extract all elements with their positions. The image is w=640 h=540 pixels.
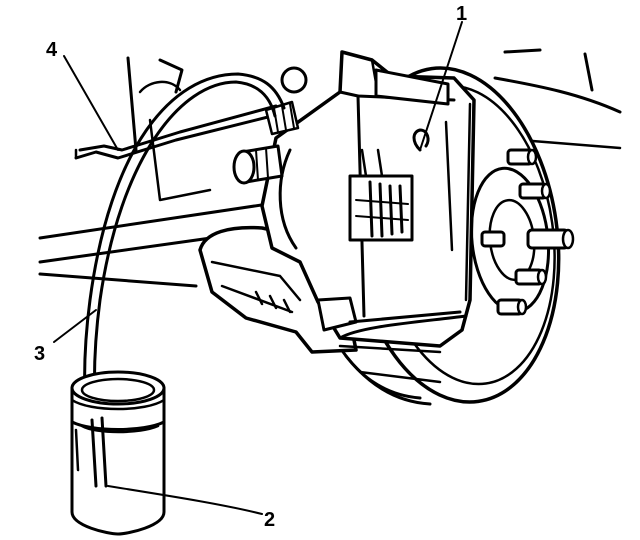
callout-4: 4: [46, 39, 58, 61]
lug-stud: [496, 298, 528, 316]
callout-2: 2: [264, 509, 275, 531]
caliper-bracket: [198, 225, 358, 354]
lug-stud: [518, 182, 552, 200]
leader-2: [107, 485, 263, 515]
lug-stud: [506, 148, 538, 166]
leader-4: [63, 55, 119, 151]
callout-1: 1: [456, 3, 467, 25]
collection-jar: [70, 370, 166, 536]
lug-stud: [480, 230, 506, 248]
lug-stud: [514, 268, 548, 286]
wheel-hub: [469, 148, 575, 316]
callout-leaders: [53, 21, 463, 515]
callout-3: 3: [34, 343, 45, 365]
bleeder-valve: [232, 144, 284, 185]
brake-caliper: [260, 50, 476, 354]
leader-1: [419, 21, 463, 151]
leader-3: [53, 309, 97, 343]
lug-stud: [526, 228, 575, 250]
pad-wear-window: [348, 148, 414, 242]
